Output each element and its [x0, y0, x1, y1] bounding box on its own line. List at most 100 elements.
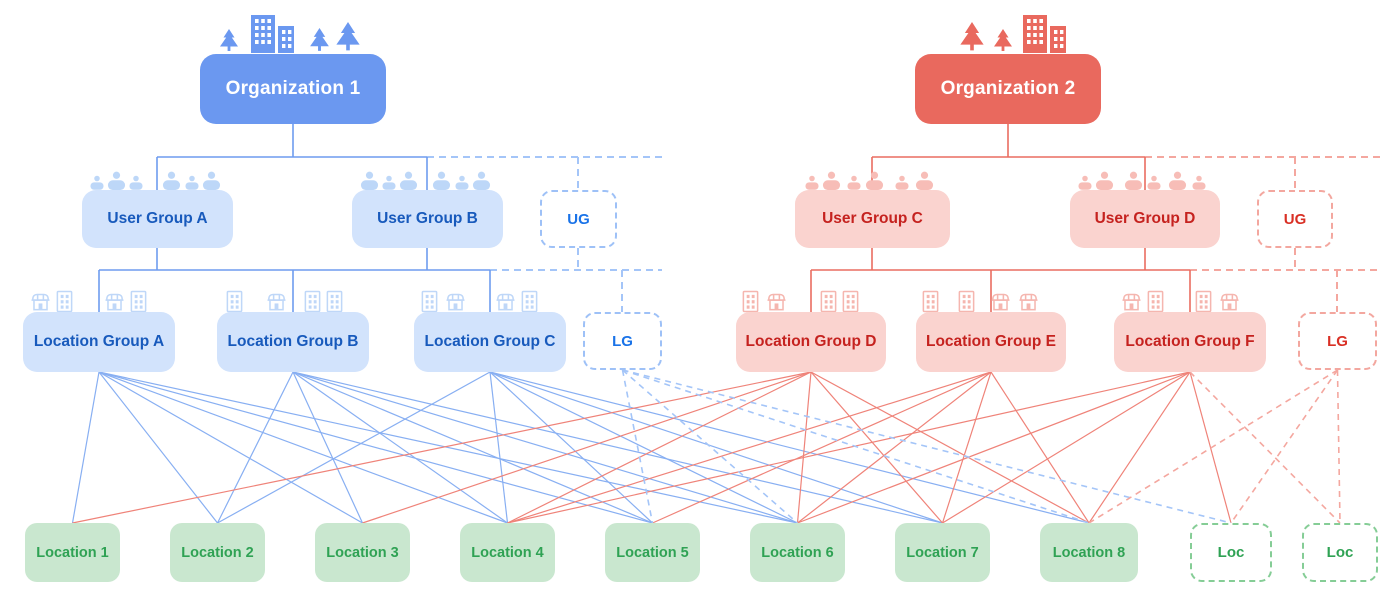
person-icon — [432, 171, 451, 190]
person-icon — [455, 175, 469, 190]
connector-line — [489, 371, 798, 524]
connector-line — [292, 371, 508, 524]
connector-line — [98, 371, 508, 524]
location-placeholder-box: Loc — [1190, 523, 1272, 582]
location-group-b-box: Location Group B — [217, 312, 369, 372]
location-group-placeholder-box: LG — [583, 312, 662, 370]
user-group-b-label: User Group B — [377, 210, 478, 227]
user-group-c-people-icons — [805, 171, 934, 190]
shop-icon — [766, 293, 787, 311]
connector-line — [507, 371, 992, 524]
location-1-box: Location 1 — [25, 523, 120, 582]
location-group-a-icons — [30, 290, 147, 313]
organization-1-label: Organization 1 — [225, 78, 361, 99]
building-icon — [326, 290, 343, 313]
connector-line — [1189, 371, 1341, 524]
location-group-b-icons — [226, 290, 343, 313]
shop-icon — [495, 293, 516, 311]
user-group-a-people-icons — [90, 171, 221, 190]
person-icon — [1078, 175, 1092, 190]
building-icon — [742, 290, 759, 313]
connector-line — [292, 371, 653, 524]
location-4-box: Location 4 — [460, 523, 555, 582]
location-1-label: Location 1 — [36, 544, 109, 561]
connector-line — [507, 371, 812, 524]
connector-line — [216, 371, 294, 524]
building-icon — [421, 290, 438, 313]
location-group-b-label: Location Group B — [227, 333, 359, 350]
connector-line — [507, 371, 1191, 524]
person-icon — [847, 175, 861, 190]
connector-line — [292, 371, 798, 524]
user-group-b-people-icons — [360, 171, 491, 190]
pine-tree-icon — [994, 29, 1012, 51]
connector-line — [98, 371, 653, 524]
location-group-f-box: Location Group F — [1114, 312, 1266, 372]
location-group-c-label: Location Group C — [424, 333, 556, 350]
person-icon — [822, 171, 841, 190]
building-icon — [226, 290, 243, 313]
user-group-placeholder-box: UG — [540, 190, 617, 248]
connector-line — [1088, 369, 1338, 524]
location-5-box: Location 5 — [605, 523, 700, 582]
shop-icon — [1018, 293, 1039, 311]
person-icon — [107, 171, 126, 190]
location-3-box: Location 3 — [315, 523, 410, 582]
user-group-d-label: User Group D — [1094, 210, 1196, 227]
shop-icon — [104, 293, 125, 311]
person-icon — [1124, 171, 1143, 190]
building-icon — [842, 290, 859, 313]
location-group-e-icons — [922, 290, 1039, 313]
user-group-d-box: User Group D — [1070, 190, 1220, 248]
user-group-c-label: User Group C — [822, 210, 923, 227]
city-buildings-icon — [251, 15, 294, 53]
shop-icon — [30, 293, 51, 311]
connector-line — [98, 371, 798, 524]
connector-line — [652, 371, 992, 524]
person-icon — [1147, 175, 1161, 190]
location-group-f-icons — [1121, 290, 1240, 313]
user-group-d-people-icons — [1078, 171, 1206, 190]
building-icon — [1195, 290, 1212, 313]
person-icon — [895, 175, 909, 190]
organization-1-box: Organization 1 — [200, 54, 386, 124]
location-group-f-label: Location Group F — [1125, 333, 1255, 350]
person-icon — [185, 175, 199, 190]
location-3-label: Location 3 — [326, 544, 399, 561]
location-4-label: Location 4 — [471, 544, 544, 561]
person-icon — [90, 175, 104, 190]
connector-line — [489, 371, 943, 524]
person-icon — [162, 171, 181, 190]
pine-tree-icon — [336, 22, 360, 51]
shop-icon — [445, 293, 466, 311]
user-group-a-box: User Group A — [82, 190, 233, 248]
location-2-label: Location 2 — [181, 544, 254, 561]
connector-line — [362, 371, 812, 524]
location-6-box: Location 6 — [750, 523, 845, 582]
person-icon — [1192, 175, 1206, 190]
person-icon — [915, 171, 934, 190]
connector-line — [1088, 371, 1191, 524]
location-group-placeholder-box: LG — [1298, 312, 1377, 370]
location-2-box: Location 2 — [170, 523, 265, 582]
connector-line — [292, 371, 943, 524]
organization-2-decoration — [960, 15, 1066, 53]
building-icon — [521, 290, 538, 313]
connector-line — [810, 371, 1090, 524]
building-icon — [820, 290, 837, 313]
person-icon — [1168, 171, 1187, 190]
person-icon — [805, 175, 819, 190]
location-group-a-label: Location Group A — [33, 333, 165, 350]
connector-line — [797, 371, 1191, 524]
location-8-box: Location 8 — [1040, 523, 1138, 582]
connector-line — [621, 369, 799, 524]
location-group-c-icons — [421, 290, 538, 313]
location-group-placeholder-label: LG — [612, 332, 633, 350]
pine-tree-icon — [220, 29, 238, 51]
connector-line — [489, 371, 509, 524]
person-icon — [382, 175, 396, 190]
location-group-a-box: Location Group A — [23, 312, 175, 372]
building-icon — [1147, 290, 1164, 313]
